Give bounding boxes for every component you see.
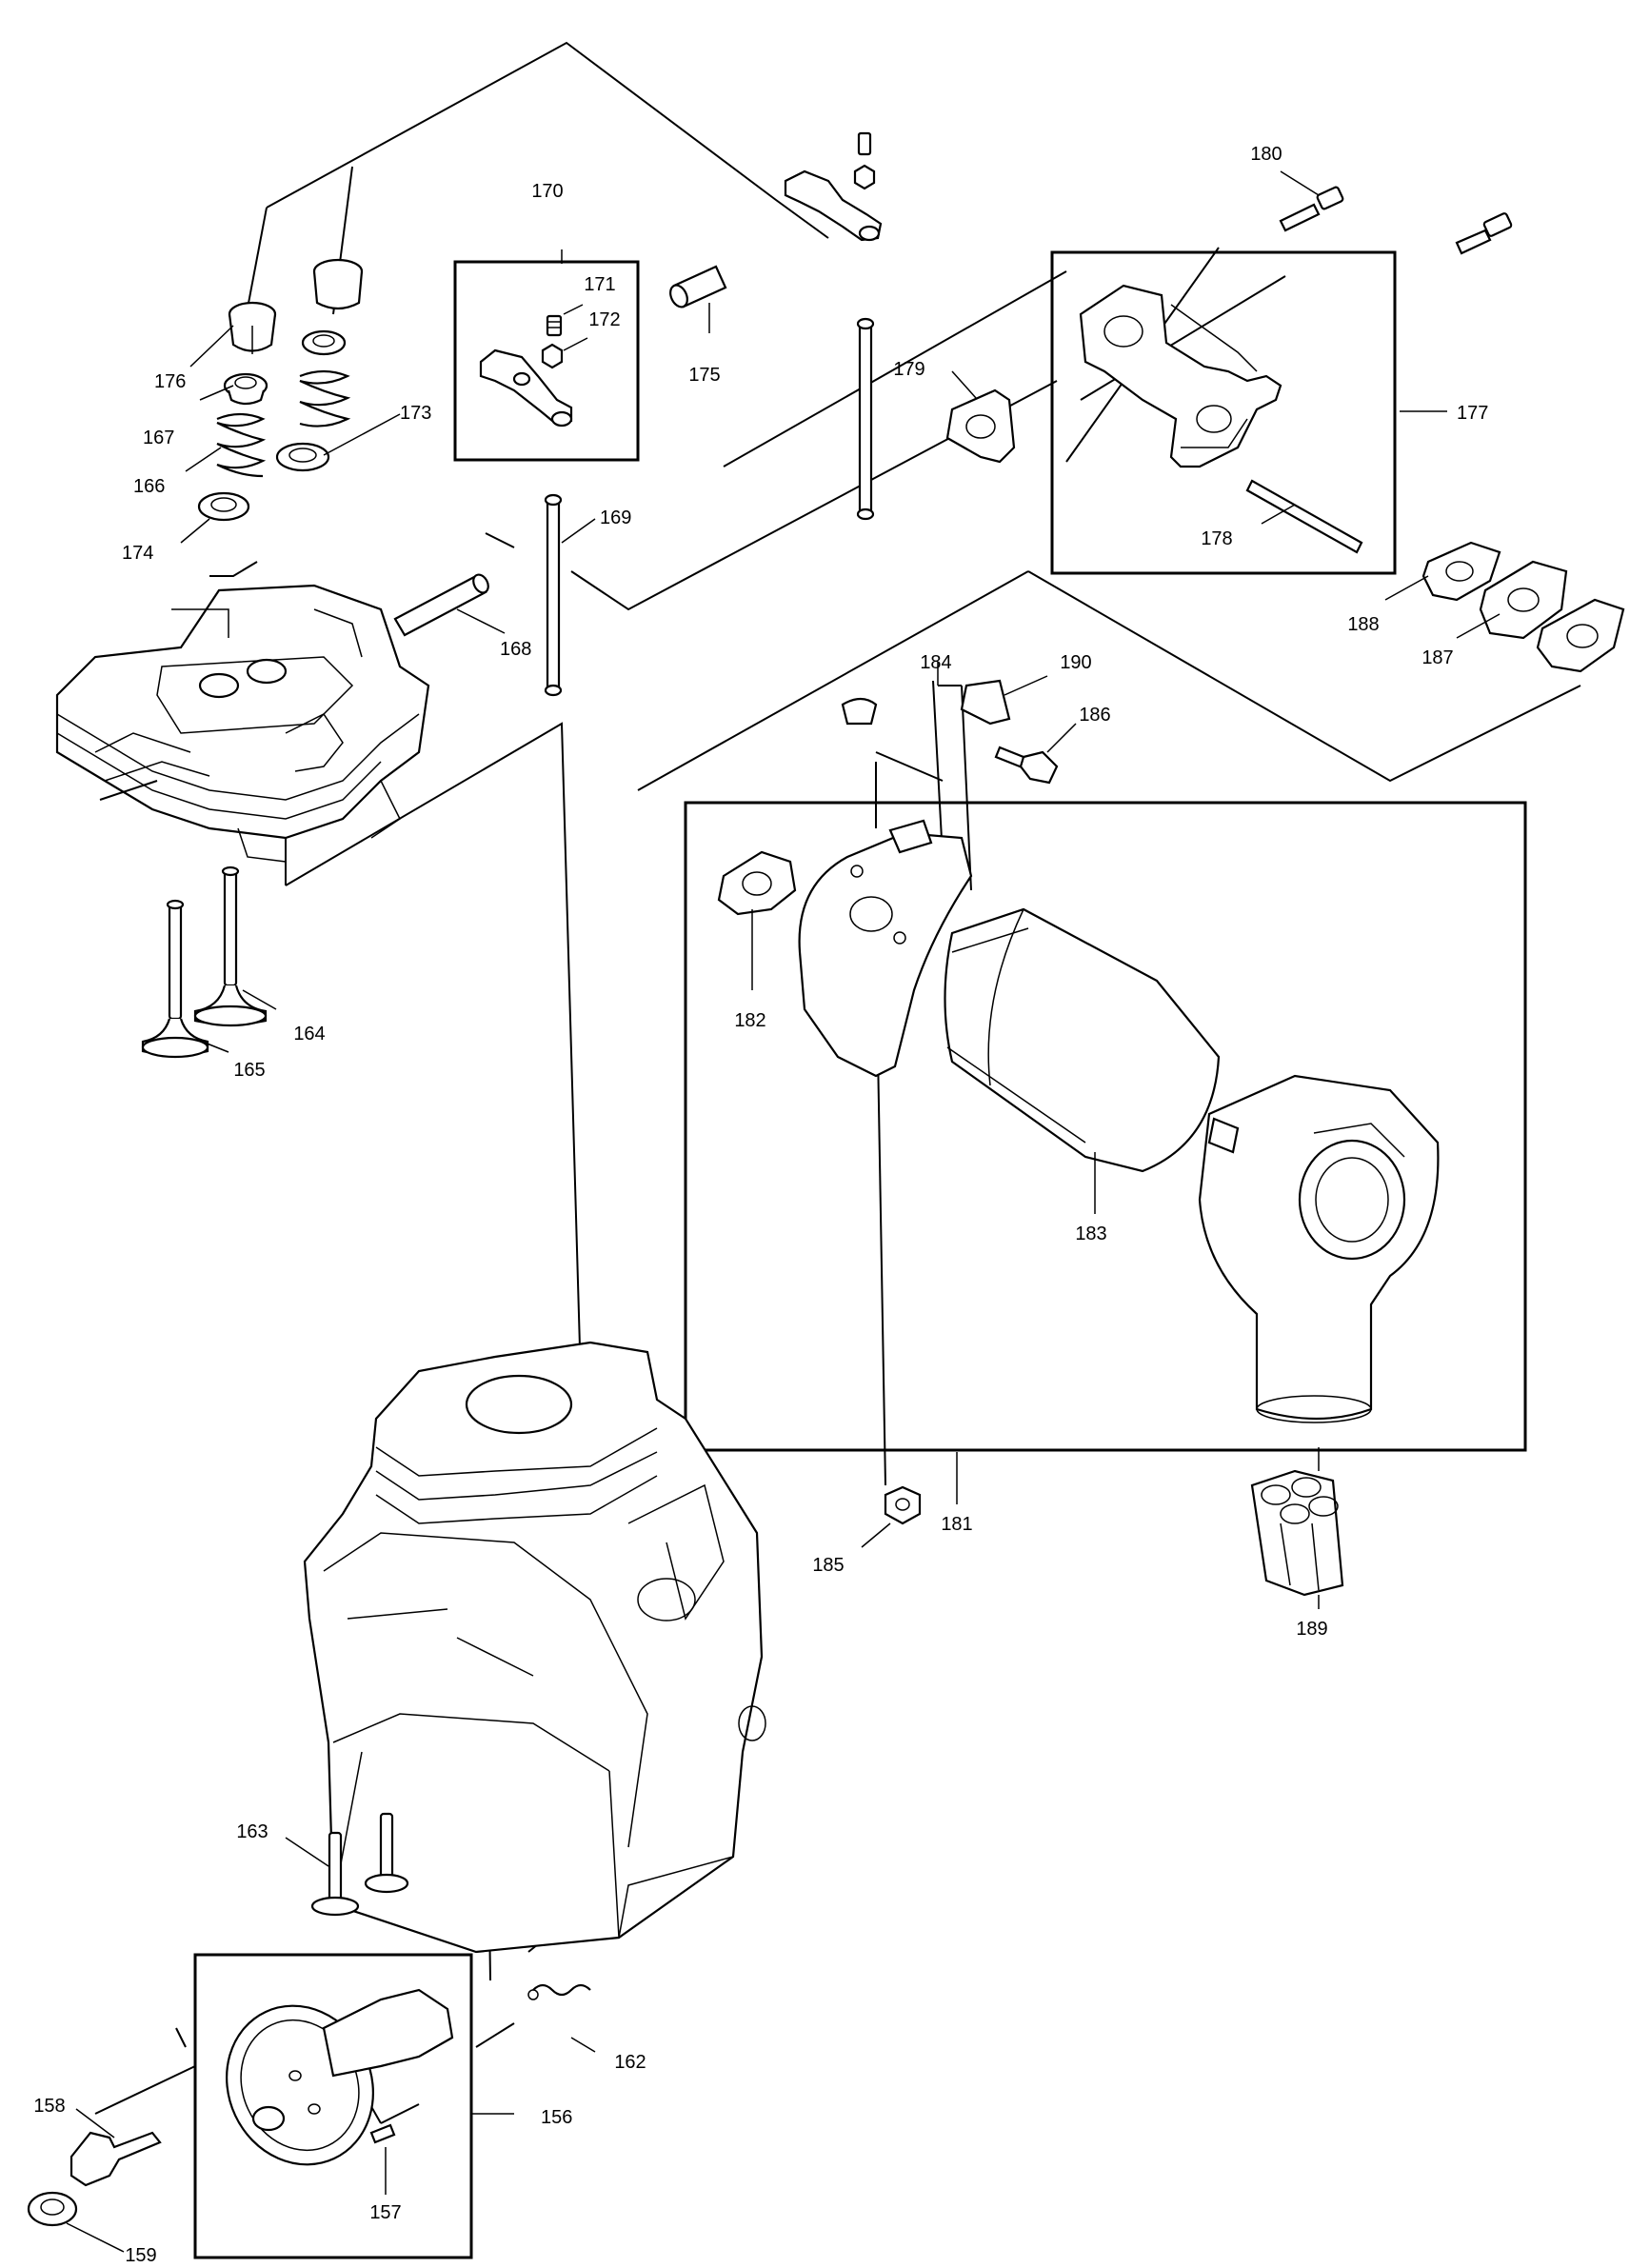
grommet-190	[960, 679, 1011, 726]
label-185: 185	[812, 1555, 844, 1576]
leader-lines	[66, 170, 1501, 2253]
valve-spring-166	[216, 412, 267, 478]
assembly-reference-lines	[94, 41, 1581, 2124]
nut-185	[884, 1485, 922, 1525]
exhaust-valve-165	[141, 899, 209, 1059]
nut-upper	[853, 164, 876, 190]
gasket-188	[1421, 541, 1501, 602]
label-183: 183	[1075, 1224, 1106, 1244]
label-190: 190	[1060, 652, 1091, 673]
label-164: 164	[293, 1024, 325, 1044]
label-168: 168	[500, 639, 531, 660]
valve-spring-upper	[299, 369, 351, 428]
bushing-175	[669, 265, 727, 308]
label-169: 169	[600, 507, 631, 528]
label-186: 186	[1079, 705, 1110, 726]
label-172: 172	[588, 309, 620, 330]
gasket-right	[1536, 598, 1625, 673]
spring-retainer-upper	[301, 329, 347, 356]
valve-keeper-upper	[312, 258, 364, 310]
lever-158	[70, 2131, 162, 2187]
nut-172	[541, 343, 564, 369]
label-157: 157	[369, 2202, 401, 2223]
label-158: 158	[33, 2096, 65, 2117]
label-174: 174	[122, 543, 153, 564]
valve-keeper-176	[228, 301, 277, 354]
assembly-box-181	[684, 801, 1527, 1452]
insulator-179	[945, 388, 1016, 464]
label-163: 163	[236, 1821, 268, 1842]
assembly-box-156	[193, 1953, 473, 2259]
label-182: 182	[734, 1010, 765, 1031]
spring-162	[527, 1983, 591, 2000]
label-188: 188	[1347, 614, 1379, 635]
label-173: 173	[400, 403, 431, 424]
label-171: 171	[584, 274, 615, 295]
label-159: 159	[125, 2245, 156, 2266]
camshaft-156	[226, 1988, 454, 2166]
label-176: 176	[154, 371, 186, 392]
push-rod-169	[544, 493, 563, 697]
cap-184	[841, 697, 878, 726]
washer-159	[27, 2191, 78, 2227]
rocker-arm-upper	[784, 169, 883, 242]
filter-pack-189	[1250, 1469, 1344, 1597]
label-187: 187	[1421, 647, 1453, 668]
label-178: 178	[1201, 528, 1232, 549]
label-184: 184	[920, 652, 951, 673]
label-189: 189	[1296, 1619, 1327, 1640]
pin-157	[369, 2123, 396, 2144]
gasket-182	[717, 850, 797, 916]
label-162: 162	[614, 2052, 646, 2073]
valve-seal-174	[197, 491, 250, 522]
air-cleaner-cover	[1198, 1074, 1440, 1423]
assembly-box-177	[1050, 250, 1397, 575]
label-179: 179	[893, 359, 924, 380]
label-165: 165	[233, 1060, 265, 1081]
push-rod-upper	[856, 317, 875, 521]
bolt-186	[994, 746, 1059, 785]
intake-manifold-177	[1079, 284, 1282, 468]
label-180: 180	[1250, 144, 1282, 165]
label-181: 181	[941, 1514, 972, 1535]
label-167: 167	[143, 428, 174, 448]
label-170: 170	[531, 181, 563, 202]
valve-lifter-second	[364, 1812, 409, 1894]
crankcase-engine-block	[303, 1341, 766, 1954]
adjust-screw-171	[546, 314, 563, 337]
valve-lifter-163	[310, 1831, 360, 1917]
stud-178	[1245, 479, 1363, 554]
bolt-upper-right	[1455, 212, 1513, 255]
pin-168	[393, 573, 489, 637]
spacer-187	[1479, 560, 1568, 640]
label-166: 166	[133, 476, 165, 497]
label-156: 156	[541, 2107, 572, 2128]
air-filter-element-183	[944, 907, 1221, 1173]
spring-retainer-167	[223, 372, 268, 406]
air-cleaner-base	[798, 819, 973, 1078]
cylinder-head	[55, 584, 430, 863]
adjust-screw-upper	[857, 131, 872, 156]
label-175: 175	[688, 365, 720, 386]
valve-seal-173	[275, 442, 330, 472]
label-177: 177	[1457, 403, 1488, 424]
rocker-arm-170	[479, 348, 573, 428]
assembly-box-170	[453, 260, 640, 462]
part-labels: 170 171 172 173 176 167 166 174 168 169 …	[33, 144, 1488, 2266]
intake-valve-164	[193, 865, 268, 1027]
bolt-180	[1279, 186, 1344, 232]
